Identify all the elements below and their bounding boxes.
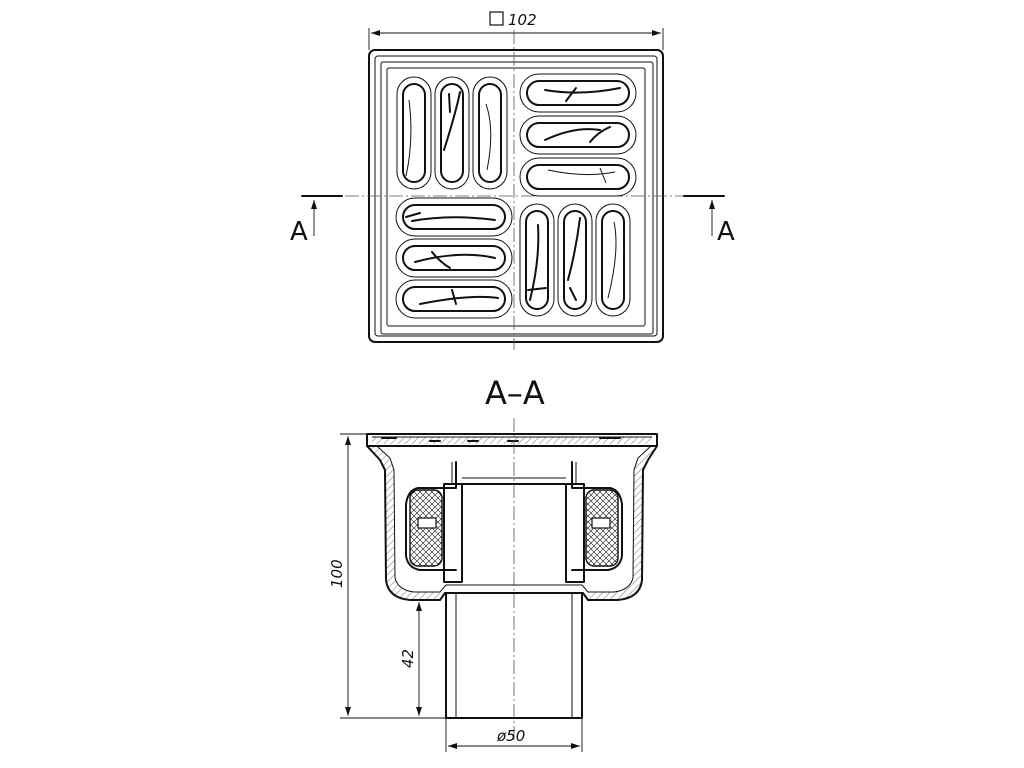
slot-group-top-right <box>519 73 637 197</box>
section-title: A–A <box>485 374 545 412</box>
section-grate <box>366 433 658 447</box>
clip-right <box>591 517 611 529</box>
outlet-height-dimension: 42 <box>399 599 440 716</box>
clip-left <box>417 517 437 529</box>
section-marker-right: A <box>683 195 735 247</box>
outlet-height-dimension-label: 42 <box>399 649 417 668</box>
section-marker-left-label: A <box>290 217 308 247</box>
slot-group-bottom-right <box>519 203 631 317</box>
slot <box>557 203 593 317</box>
slot <box>395 238 513 278</box>
slot <box>595 203 631 317</box>
slot <box>519 115 637 155</box>
section-insert <box>405 461 623 583</box>
height-dimension: 100 <box>328 433 446 719</box>
slot <box>396 76 432 190</box>
slot <box>395 197 513 237</box>
height-dimension-label: 100 <box>328 559 346 588</box>
outlet-diameter-dimension: ø50 <box>445 718 583 752</box>
slot-group-top-left <box>396 76 508 190</box>
width-dimension: 102 <box>368 11 664 50</box>
section-view: 100 42 ø50 <box>328 418 658 752</box>
outlet-diameter-dimension-label: ø50 <box>496 727 525 745</box>
plan-view: 102 <box>290 11 735 350</box>
section-marker-left: A <box>290 195 343 247</box>
slot <box>519 157 637 197</box>
square-symbol-icon <box>489 11 504 26</box>
slot <box>519 73 637 113</box>
slot <box>519 203 555 317</box>
width-dimension-label: 102 <box>508 11 537 29</box>
slot-group-bottom-left <box>395 197 513 319</box>
slot <box>434 76 470 190</box>
section-marker-right-label: A <box>717 217 735 247</box>
slot <box>395 279 513 319</box>
slot <box>472 76 508 190</box>
